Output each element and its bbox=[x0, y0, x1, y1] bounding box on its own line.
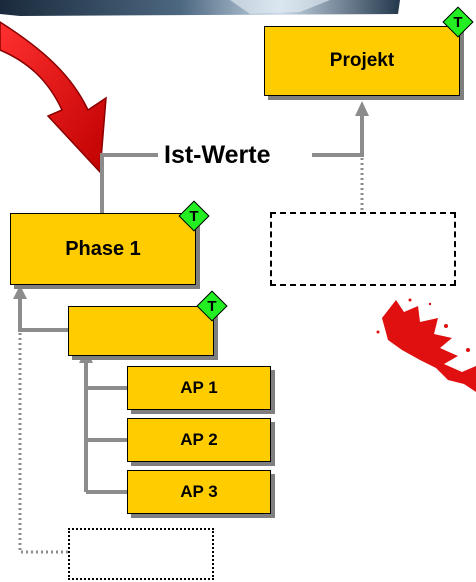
arrow-to-phase1 bbox=[13, 285, 27, 299]
t-badge-projekt: T bbox=[440, 4, 476, 40]
node-ap-2-label: AP 2 bbox=[180, 430, 218, 449]
node-ap-3[interactable]: AP 3 bbox=[127, 470, 271, 514]
ist-werte-label: Ist-Werte bbox=[158, 140, 277, 170]
node-ap-1[interactable]: AP 1 bbox=[127, 366, 271, 410]
placeholder-box-bottom bbox=[68, 528, 214, 580]
arrow-to-projekt bbox=[355, 101, 369, 116]
node-ap-1-label: AP 1 bbox=[180, 378, 218, 397]
node-subphase[interactable] bbox=[68, 306, 214, 356]
t-badge-letter: T bbox=[207, 297, 217, 315]
dotted-link-phase1 bbox=[18, 332, 68, 554]
t-badge-phase-1: T bbox=[176, 198, 212, 234]
node-projekt-label: Projekt bbox=[329, 50, 395, 71]
node-ap-2[interactable]: AP 2 bbox=[127, 418, 271, 462]
placeholder-box-right bbox=[270, 212, 456, 286]
subphase-connector bbox=[18, 298, 68, 332]
node-phase-1-label: Phase 1 bbox=[65, 237, 141, 260]
ap-connector bbox=[84, 362, 127, 494]
arrow-to-subphase bbox=[79, 349, 93, 363]
node-projekt[interactable]: Projekt bbox=[264, 26, 460, 96]
t-badge-subphase: T bbox=[194, 288, 230, 324]
red-curved-arrow-icon bbox=[0, 21, 107, 174]
photo-fragment bbox=[0, 0, 400, 16]
red-splash-decoration bbox=[376, 298, 476, 392]
node-phase-1[interactable]: Phase 1 bbox=[10, 213, 196, 285]
t-badge-letter: T bbox=[189, 207, 199, 225]
node-ap-3-label: AP 3 bbox=[180, 482, 218, 501]
ist-werte-connector bbox=[100, 116, 364, 213]
t-badge-letter: T bbox=[453, 13, 463, 31]
